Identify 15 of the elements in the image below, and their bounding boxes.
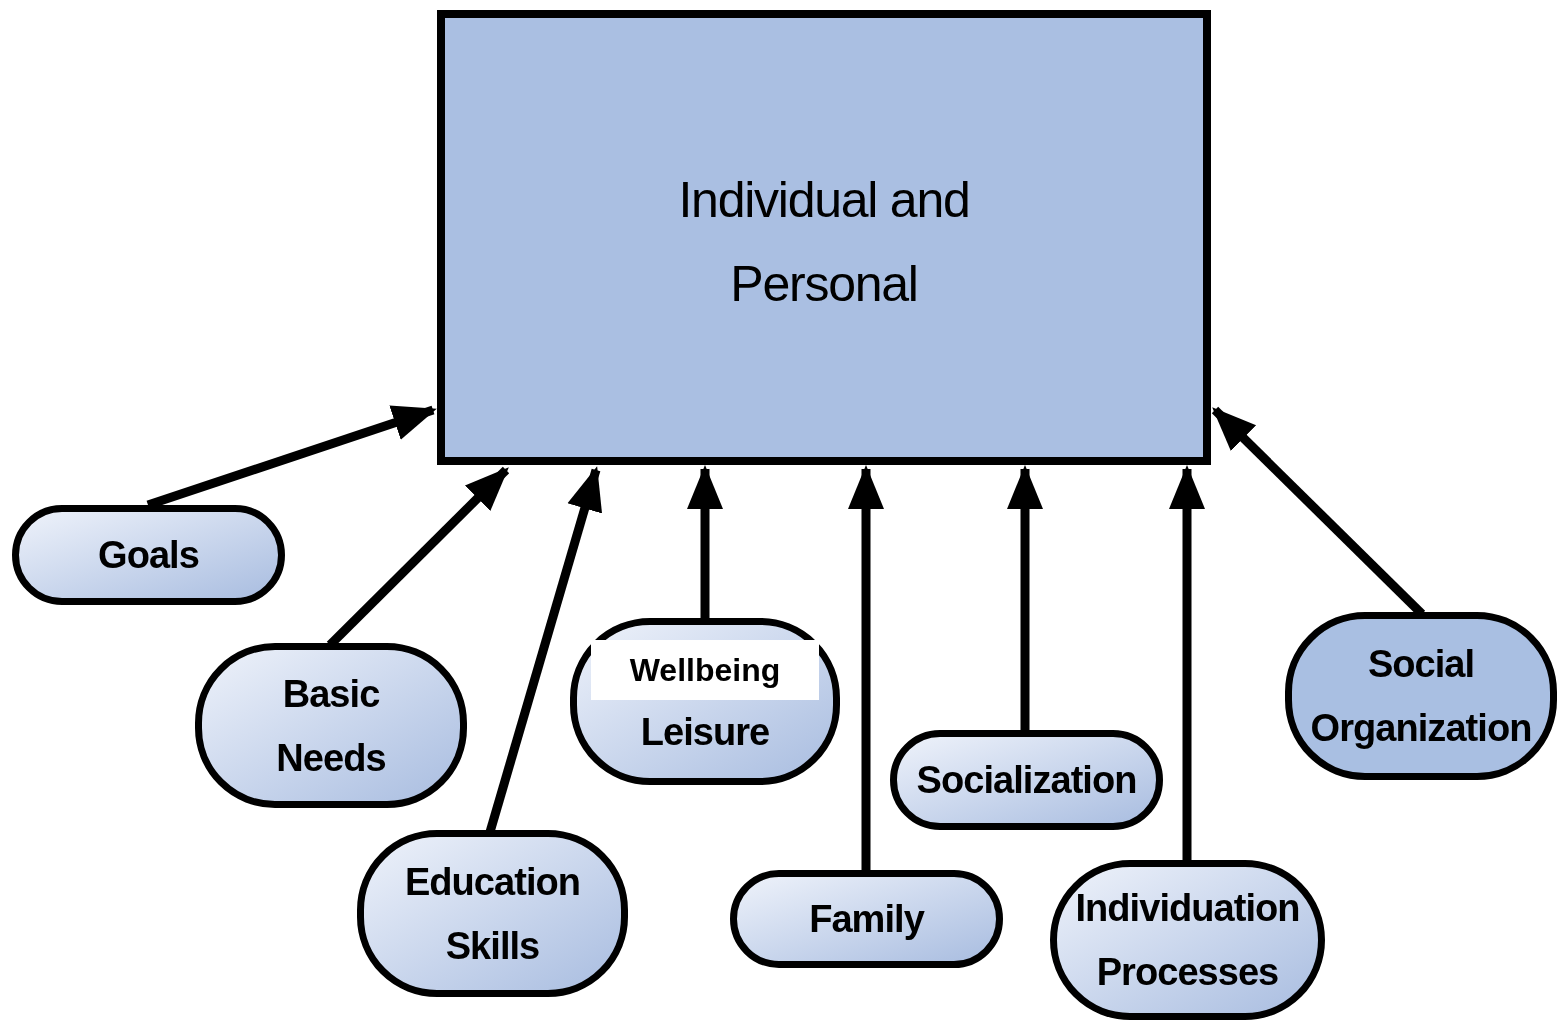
main-box	[437, 10, 1211, 465]
box-label: Basic Needs	[275, 671, 387, 781]
box-label: Leisure	[640, 709, 770, 755]
arrow	[1007, 465, 1043, 732]
box-label: Social Organization	[1310, 642, 1532, 751]
overlay-label: Wellbeing	[591, 639, 819, 700]
arrow	[687, 465, 723, 620]
arrow	[1169, 465, 1205, 862]
box-label: Family	[809, 897, 924, 942]
box-title: Individual and Personal	[677, 171, 971, 314]
box-label: Goals	[98, 533, 199, 578]
box-label: Education Skills	[403, 859, 582, 969]
box-label: Socialization	[916, 758, 1137, 803]
arrow	[848, 465, 884, 872]
box-label: Individuation Processes	[1075, 886, 1300, 995]
